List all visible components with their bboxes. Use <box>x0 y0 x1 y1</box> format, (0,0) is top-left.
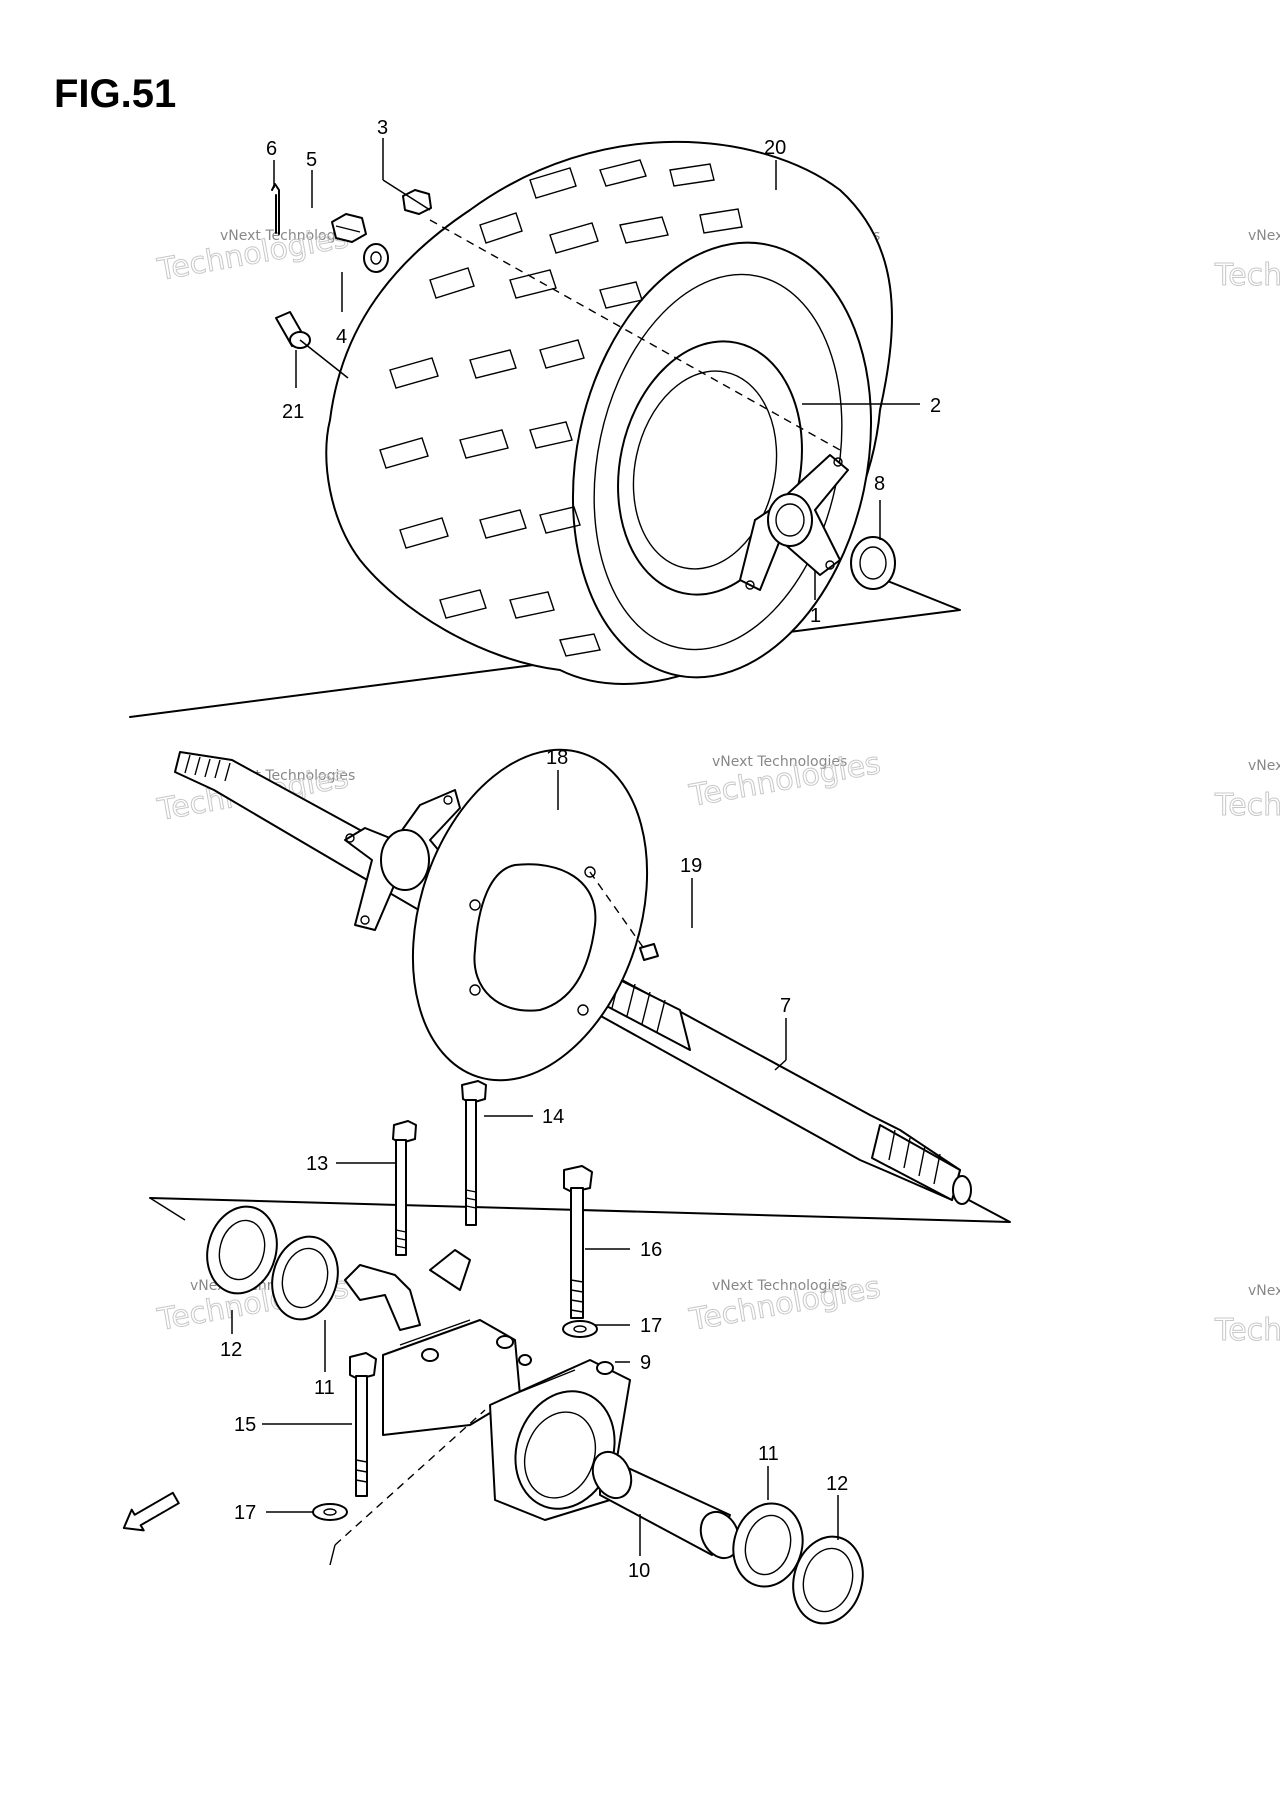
callout-17-lower: 17 <box>234 1502 256 1524</box>
bolt-14 <box>461 1080 487 1226</box>
svg-text:vNext Technologies: vNext Technologies <box>712 1278 847 1294</box>
cotter-pin <box>271 183 280 235</box>
callout-labels: 6 5 3 20 4 21 2 8 1 18 19 7 14 13 16 17 … <box>220 117 941 1582</box>
svg-text:vNext Technologies: vNext Technologies <box>712 754 847 770</box>
callout-21: 21 <box>282 401 304 423</box>
callout-12-left: 12 <box>220 1339 242 1361</box>
washer-4 <box>363 243 389 273</box>
disc-bolt <box>589 871 659 961</box>
callout-6: 6 <box>266 138 277 160</box>
callout-20: 20 <box>764 137 786 159</box>
callout-3: 3 <box>377 117 388 139</box>
bolt-13 <box>392 1120 417 1256</box>
callout-4: 4 <box>336 326 347 348</box>
callout-11-right: 11 <box>758 1443 779 1465</box>
callout-15: 15 <box>234 1414 256 1436</box>
callout-19: 19 <box>680 855 702 877</box>
svg-text:vNext: vNext <box>1248 228 1280 244</box>
callout-16: 16 <box>640 1239 662 1261</box>
axle-sleeve <box>591 1450 741 1560</box>
seal-12-left <box>206 1205 278 1295</box>
svg-text:vNext Technologies: vNext Technologies <box>220 228 355 244</box>
watermark: vNext Technologies Technologies <box>686 745 884 814</box>
callout-1: 1 <box>810 605 821 627</box>
leader-lines <box>231 138 920 1556</box>
axle-housing <box>344 1249 631 1521</box>
upper-section-plane <box>129 577 961 718</box>
callout-7: 7 <box>780 995 791 1017</box>
callout-14: 14 <box>542 1106 564 1128</box>
svg-text:vNext: vNext <box>1248 1283 1280 1299</box>
wheel-stud-21 <box>275 311 311 349</box>
seal-12-right <box>792 1535 864 1625</box>
callout-13: 13 <box>306 1153 328 1175</box>
brake-disc <box>411 748 649 1082</box>
callout-18: 18 <box>546 747 568 769</box>
washer-17-upper <box>562 1320 598 1338</box>
rear-wheel-tire <box>325 140 893 685</box>
callout-10: 10 <box>628 1560 650 1582</box>
callout-8: 8 <box>874 473 885 495</box>
washer-17-lower <box>312 1503 348 1521</box>
callout-2: 2 <box>930 395 941 417</box>
axle-hub-flange <box>344 789 461 931</box>
callout-5: 5 <box>306 149 317 171</box>
watermark-edge: vNext Technologies vNext Technologies vN… <box>1214 228 1280 1349</box>
bolt-16 <box>563 1165 593 1319</box>
bolt-15 <box>349 1352 377 1497</box>
callout-11-left: 11 <box>314 1377 335 1399</box>
figure-title: FIG.51 <box>54 72 177 116</box>
callout-12-right: 12 <box>826 1473 848 1495</box>
rear-wheel-hub <box>739 454 849 591</box>
svg-text:Technologies: Technologies <box>1214 258 1280 293</box>
hub-nut <box>850 536 896 590</box>
plane-edge <box>149 1197 186 1221</box>
svg-text:Technologies: Technologies <box>1214 788 1280 823</box>
assembly-line-end <box>329 1544 336 1566</box>
tire-tread <box>379 159 743 657</box>
callout-17-upper: 17 <box>640 1315 662 1337</box>
watermark: vNext Technologies Technologies <box>686 1269 884 1338</box>
bearing-11-right <box>732 1502 804 1588</box>
callout-9: 9 <box>640 1352 651 1374</box>
svg-text:vNext: vNext <box>1248 758 1280 774</box>
watermark: vNext Technologies Technologies <box>154 219 355 288</box>
lower-section-plane <box>149 1189 1011 1223</box>
castle-nut <box>331 213 367 243</box>
forward-arrow-icon: FWD <box>122 1491 180 1532</box>
assembly-line <box>334 1409 486 1546</box>
svg-text:Technologies: Technologies <box>1214 1313 1280 1348</box>
bearing-11-left <box>271 1235 339 1321</box>
